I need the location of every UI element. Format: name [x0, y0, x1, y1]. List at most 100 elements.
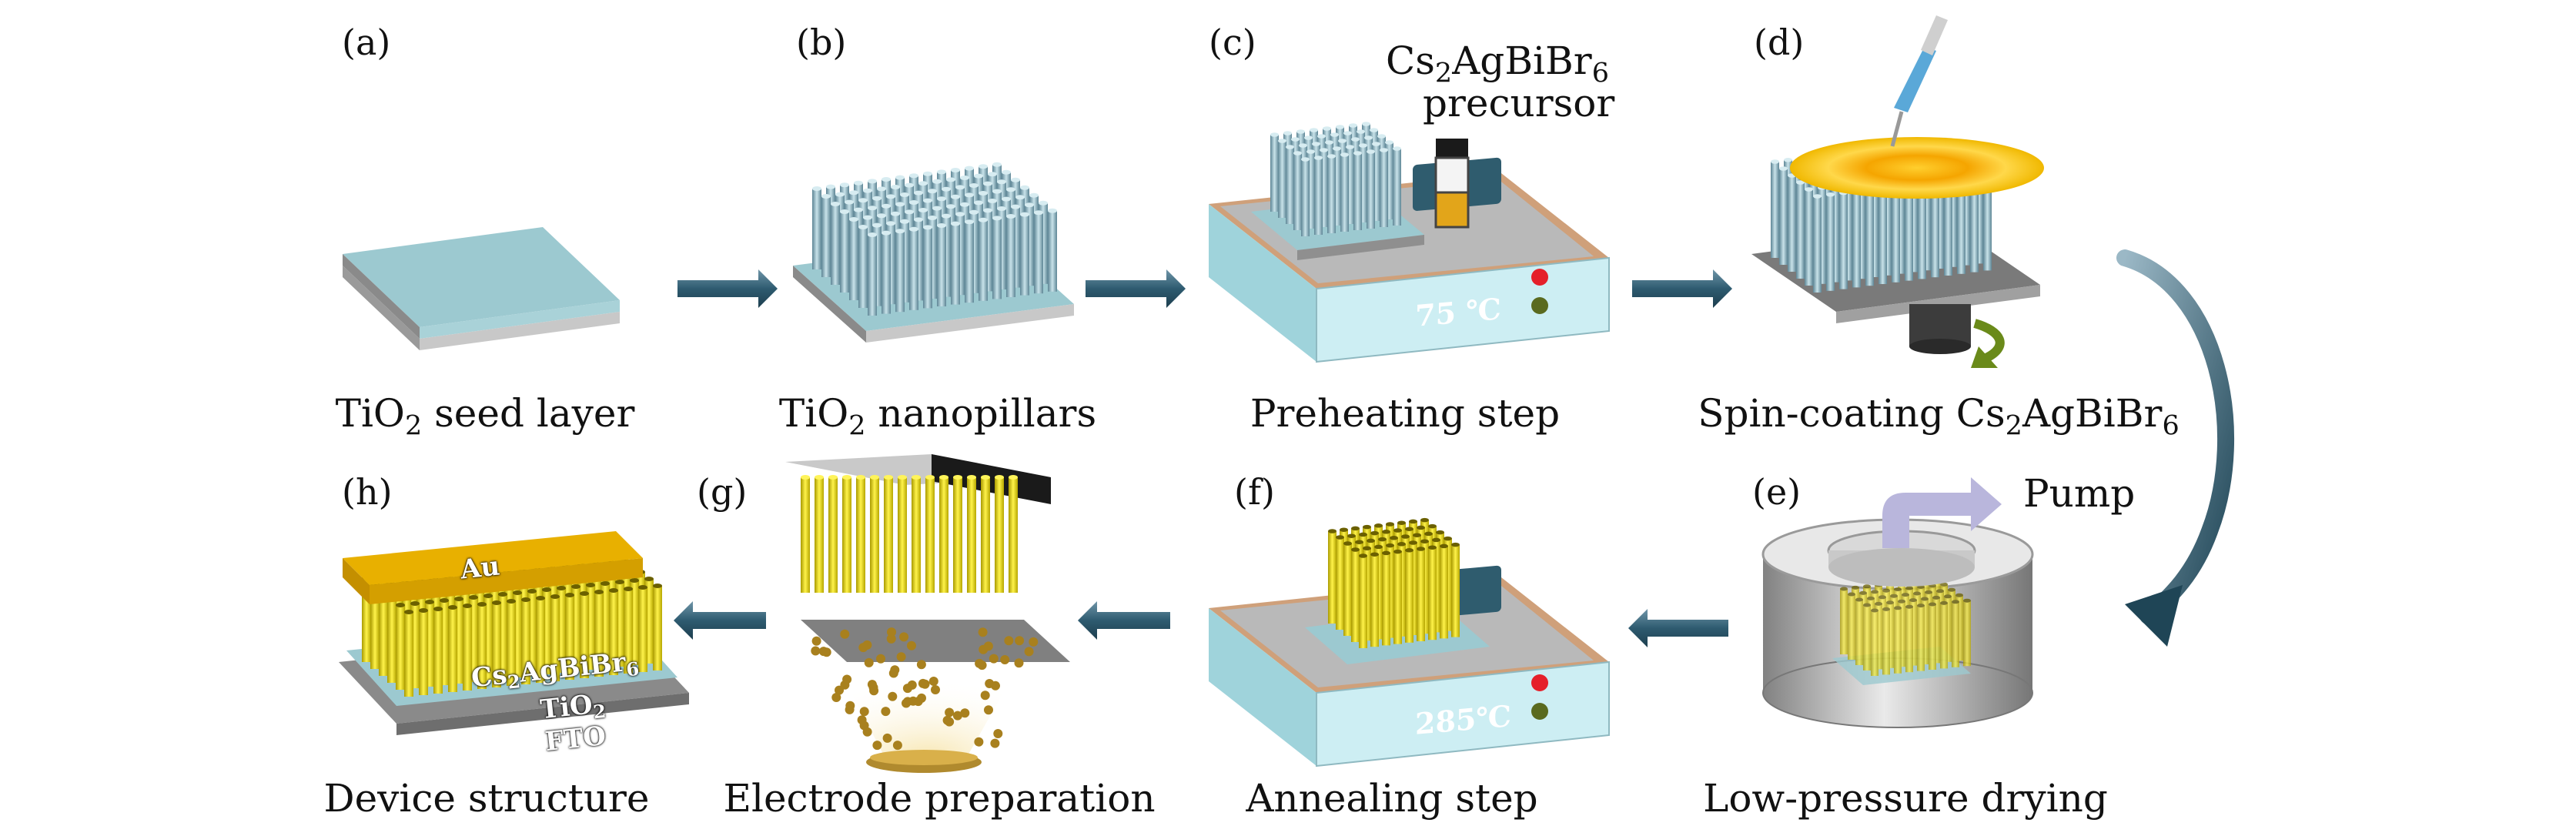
- pillar: [594, 592, 604, 677]
- hotplate-c: [1209, 157, 1610, 363]
- caption-b: TiO2 nanopillars: [778, 391, 1097, 442]
- pillar: [1931, 181, 1939, 278]
- pillar: [981, 477, 990, 593]
- pillar: [821, 196, 831, 277]
- gold-particle: [907, 640, 916, 650]
- pillar-top: [1364, 135, 1373, 140]
- pillar-top: [1340, 527, 1348, 532]
- pillar-top: [1390, 536, 1398, 540]
- pillar: [965, 222, 974, 303]
- pillar-top: [463, 604, 472, 608]
- arrow-f-to-g: [1078, 601, 1170, 640]
- pillar-top: [909, 200, 918, 205]
- pillar-top: [1347, 533, 1356, 538]
- pillar-top: [955, 212, 965, 217]
- caption-a: TiO2 seed layer: [335, 391, 635, 442]
- pillar-top: [1878, 595, 1886, 600]
- gold-particle: [993, 729, 1003, 738]
- gold-particle: [864, 657, 874, 667]
- pillar-top: [992, 216, 1002, 221]
- pillar-top: [900, 192, 909, 197]
- precursor-formula: Cs2AgBiBr6: [1386, 38, 1609, 89]
- pillar-top: [1370, 530, 1379, 536]
- arrow-b-to-c: [1086, 269, 1186, 308]
- pillar: [433, 609, 443, 694]
- gold-particle: [831, 693, 841, 702]
- pillar: [419, 610, 428, 695]
- gold-particle: [913, 697, 923, 707]
- pillar: [1905, 607, 1913, 673]
- pillar-top: [992, 162, 1002, 167]
- pillar-top: [925, 475, 935, 480]
- pillar-top: [507, 599, 516, 604]
- pump-arrow: [1882, 477, 2002, 548]
- pillar-top: [815, 475, 824, 480]
- arrow-a-to-b: [677, 269, 778, 308]
- pillar-top: [845, 199, 854, 205]
- pillar: [1293, 153, 1302, 230]
- pillar-top: [877, 213, 886, 219]
- pillar: [1451, 544, 1460, 637]
- pillar-top: [909, 226, 918, 232]
- pillar-top: [1020, 185, 1029, 190]
- arrow-c-to-d: [1632, 269, 1732, 308]
- pillar: [1278, 141, 1286, 218]
- pillar-top: [1349, 123, 1357, 128]
- pillar: [1882, 609, 1890, 675]
- device-au: [343, 531, 643, 604]
- pillar-top: [1362, 122, 1370, 126]
- pillar-top: [960, 202, 969, 207]
- pillar-top: [1948, 587, 1955, 592]
- pillar-top: [1382, 530, 1390, 534]
- pillar-top: [1436, 530, 1444, 535]
- pillar-top: [812, 186, 821, 191]
- pillar-top: [1299, 143, 1307, 148]
- pillar: [1340, 155, 1349, 232]
- nanopillar-array-drying: [1840, 577, 1971, 676]
- pillar-top: [601, 581, 610, 586]
- pillar: [1314, 158, 1323, 235]
- pillar: [1917, 605, 1925, 671]
- pillar-top: [1363, 546, 1371, 550]
- pillar-top: [909, 173, 918, 179]
- pillar: [1935, 172, 1944, 269]
- pillar-top: [1025, 202, 1034, 208]
- pillar: [1870, 181, 1878, 277]
- pillar: [842, 477, 851, 593]
- pillar: [895, 231, 905, 313]
- pillar-top: [513, 590, 522, 595]
- pillar-top: [550, 594, 560, 599]
- pillar-top: [882, 177, 891, 182]
- pillar-top: [1902, 593, 1909, 597]
- pillar: [396, 605, 405, 690]
- pillar-top: [498, 592, 507, 597]
- pillar-top: [974, 200, 983, 206]
- pillar-top: [1367, 149, 1375, 154]
- pillar-top: [1451, 542, 1460, 547]
- pillar-top: [1428, 545, 1437, 550]
- pillar: [1805, 189, 1813, 286]
- pillar-top: [1378, 537, 1387, 542]
- pillar-top: [1805, 187, 1813, 192]
- pillar: [923, 227, 932, 309]
- pillar-top: [965, 166, 974, 171]
- pillar-top: [1363, 524, 1371, 530]
- pillar-top: [644, 577, 654, 581]
- pillar: [1286, 147, 1294, 224]
- arrow-g-to-h: [674, 601, 766, 640]
- pillar: [1857, 182, 1865, 279]
- pillar-top: [1343, 131, 1352, 135]
- gold-particle: [902, 698, 911, 708]
- gold-particle: [859, 707, 869, 717]
- pillar: [565, 595, 574, 680]
- pillar-top: [905, 182, 914, 188]
- pillar-top: [586, 583, 595, 587]
- pillar-top: [1898, 599, 1905, 604]
- pillar-top: [951, 194, 960, 199]
- pillar: [1929, 604, 1936, 670]
- pillar-top: [1405, 527, 1413, 531]
- panel-letter-c: (c): [1209, 22, 1256, 63]
- pillar: [1270, 135, 1279, 212]
- pillar-top: [565, 593, 574, 597]
- pillar-top: [854, 207, 863, 212]
